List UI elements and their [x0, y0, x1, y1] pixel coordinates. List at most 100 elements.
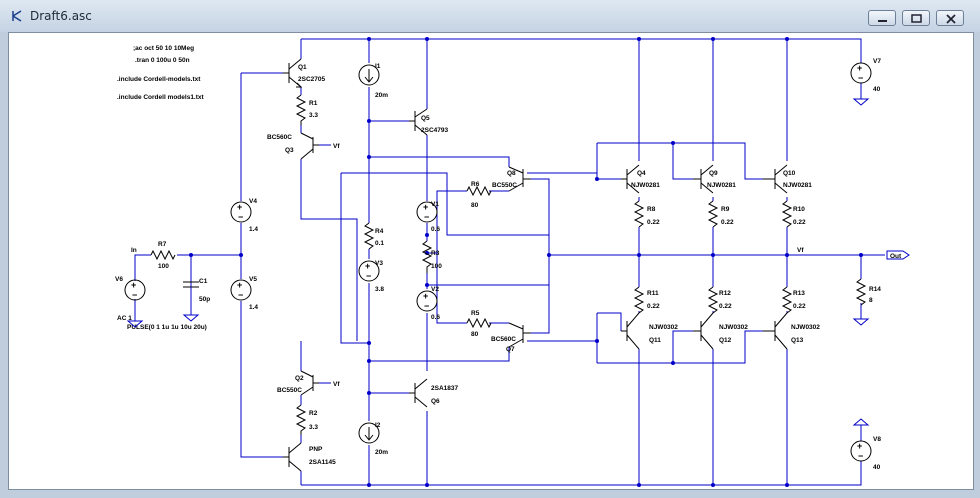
svg-text:2SA1837: 2SA1837: [431, 385, 458, 392]
directive-ac[interactable]: ;ac oct 50 10 10Meg: [133, 45, 194, 52]
resistor-r8[interactable]: R8 0.22: [633, 200, 660, 228]
svg-text:100: 100: [158, 263, 169, 270]
resistor-r2[interactable]: R2 3.3: [295, 404, 318, 435]
svg-text:50p: 50p: [199, 296, 210, 303]
svg-text:Q9: Q9: [709, 170, 718, 177]
transistor-q13[interactable]: NJW0302 Q13: [763, 312, 820, 350]
svg-text:2SC4793: 2SC4793: [421, 127, 448, 134]
transistor-q7[interactable]: BC560C Q7: [491, 322, 531, 353]
directive-tran[interactable]: .tran 0 100u 0 50n: [135, 57, 190, 64]
restore-icon: [911, 14, 922, 23]
svg-text:+: +: [857, 441, 862, 451]
svg-text:NJW0281: NJW0281: [707, 182, 736, 189]
transistor-q11[interactable]: NJW0302 Q11: [621, 312, 678, 350]
title-bar[interactable]: Draft6.asc: [0, 0, 980, 32]
schematic-app-icon: [12, 10, 22, 22]
source-v6[interactable]: +− V6 AC 1 PULSE(0 1 1u 1u 10u 20u): [115, 276, 207, 331]
transistor-q5[interactable]: Q5 2SC4793: [409, 108, 448, 136]
source-v2[interactable]: +− V2 0.6: [416, 286, 440, 321]
transistor-q2[interactable]: Q2 BC550C Vf: [277, 370, 340, 396]
svg-text:R11: R11: [647, 290, 659, 297]
svg-text:−: −: [366, 271, 371, 281]
directive-include-1[interactable]: .include Cordell-models.txt: [117, 76, 201, 83]
svg-text:V3: V3: [375, 260, 383, 267]
schematic-drawing[interactable]: ;ac oct 50 10 10Meg .tran 0 100u 0 50n .…: [9, 33, 975, 491]
svg-text:V6: V6: [115, 276, 123, 283]
svg-text:Q4: Q4: [637, 170, 646, 177]
transistor-q12[interactable]: NJW0302 Q12: [693, 312, 748, 350]
transistor-q4[interactable]: Q4 NJW0281: [621, 164, 660, 194]
resistor-r5[interactable]: R5 80: [466, 310, 492, 338]
transistor-q10[interactable]: Q10 NJW0281: [763, 164, 812, 194]
svg-text:I1: I1: [375, 63, 381, 70]
resistor-r9[interactable]: R9 0.22: [707, 200, 734, 228]
svg-text:PNP: PNP: [309, 446, 323, 453]
net-label-vf[interactable]: Vf: [797, 247, 804, 254]
source-v7[interactable]: +− V7 40: [850, 58, 881, 106]
maximize-button[interactable]: [902, 10, 930, 26]
resistor-r10[interactable]: R10 0.22: [781, 200, 806, 228]
capacitor-c1[interactable]: C1 50p: [182, 255, 210, 322]
resistor-r4[interactable]: R4 0.1: [363, 222, 384, 250]
svg-text:R6: R6: [471, 181, 480, 188]
source-v1[interactable]: +− V1 0.6: [416, 201, 440, 233]
svg-text:V7: V7: [873, 58, 881, 65]
svg-text:BC560C: BC560C: [267, 134, 292, 141]
svg-text:80: 80: [471, 331, 479, 338]
close-button[interactable]: [936, 10, 964, 26]
transistor-q3[interactable]: BC560C Q3 Vf: [267, 132, 340, 160]
resistor-r13[interactable]: R13 0.22: [781, 286, 806, 314]
svg-text:R10: R10: [793, 206, 805, 213]
svg-text:Q11: Q11: [649, 337, 661, 344]
current-source-i2[interactable]: I2 20m: [358, 422, 388, 456]
svg-text:R9: R9: [721, 206, 730, 213]
svg-text:I2: I2: [375, 422, 381, 429]
window-title: Draft6.asc: [30, 9, 92, 23]
svg-text:Q8: Q8: [507, 170, 516, 177]
net-label-out: Out: [890, 253, 902, 260]
schematic-canvas[interactable]: ;ac oct 50 10 10Meg .tran 0 100u 0 50n .…: [8, 32, 974, 490]
svg-text:20m: 20m: [375, 92, 388, 99]
svg-text:BC560C: BC560C: [491, 336, 516, 343]
svg-text:NJW0302: NJW0302: [719, 324, 748, 331]
svg-text:C1: C1: [199, 278, 208, 285]
transistor-q6[interactable]: 2SA1837 Q6: [409, 378, 458, 408]
resistor-r3[interactable]: R3 100: [421, 240, 442, 273]
svg-text:Q10: Q10: [783, 170, 796, 177]
resistor-r14[interactable]: R14 8: [852, 278, 881, 326]
svg-text:0.1: 0.1: [375, 240, 384, 247]
svg-text:+: +: [365, 261, 370, 271]
transistor-q-pnp[interactable]: PNP 2SA1145: [283, 442, 336, 472]
transistor-q9[interactable]: Q9 NJW0281: [693, 164, 736, 194]
minimize-icon: [878, 20, 887, 22]
transistor-q1[interactable]: Q1 2SC2705: [283, 58, 325, 88]
resistor-r1[interactable]: R1 3.3: [295, 94, 318, 125]
resistor-r7[interactable]: R7 100: [150, 241, 176, 270]
svg-text:V5: V5: [249, 276, 257, 283]
source-v5[interactable]: +− V5 1.4: [230, 276, 258, 311]
net-label-in[interactable]: In: [131, 247, 137, 254]
svg-text:0.6: 0.6: [431, 314, 440, 321]
svg-text:+: +: [237, 202, 242, 212]
svg-text:0.22: 0.22: [719, 303, 732, 310]
resistor-r12[interactable]: R12 0.22: [707, 286, 732, 314]
svg-text:R3: R3: [431, 250, 440, 257]
output-port[interactable]: Out: [886, 250, 910, 260]
svg-text:PULSE(0 1 1u 1u 10u 20u): PULSE(0 1 1u 1u 10u 20u): [127, 324, 207, 331]
resistor-r6[interactable]: R6 80: [466, 181, 492, 209]
source-v8[interactable]: +− V8 40: [850, 418, 881, 471]
directive-include-2[interactable]: .include Cordell models1.txt: [117, 94, 205, 101]
svg-text:R13: R13: [793, 290, 805, 297]
minimize-button[interactable]: [868, 10, 896, 26]
source-v4[interactable]: +− V4 1.4: [230, 198, 258, 233]
svg-text:Q6: Q6: [431, 398, 440, 405]
svg-text:R12: R12: [719, 290, 731, 297]
svg-text:BC550C: BC550C: [492, 182, 517, 189]
source-v3[interactable]: +− V3 3.8: [358, 260, 384, 293]
svg-text:Q12: Q12: [719, 337, 732, 344]
svg-text:+: +: [423, 202, 428, 212]
resistor-r11[interactable]: R11 0.22: [633, 286, 660, 314]
wires: [134, 38, 885, 486]
current-source-i1[interactable]: I1 20m: [358, 63, 388, 99]
transistor-q8[interactable]: Q8 BC550C: [492, 166, 531, 192]
